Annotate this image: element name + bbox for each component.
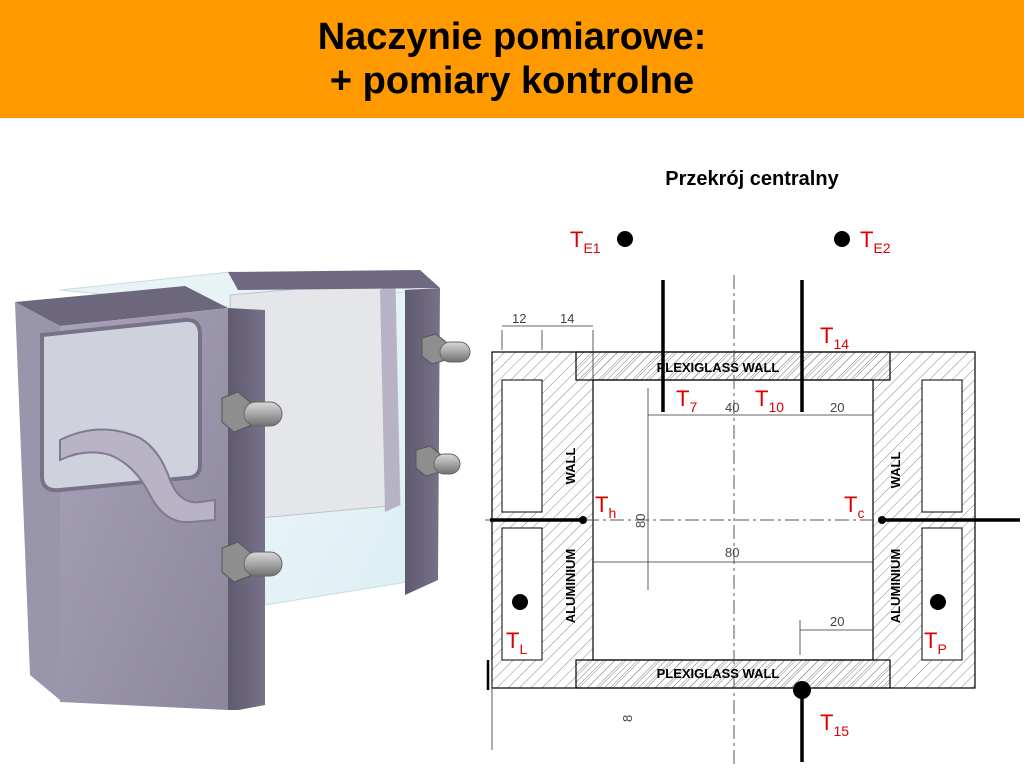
cross-section-drawing: 12 14 40 20 80 80 20 8 PLEXIGLASS WALL P… — [485, 227, 1020, 765]
right-block-front — [405, 288, 440, 595]
left-frame-side — [228, 308, 265, 710]
aluminium-left-label: ALUMINIUM — [563, 549, 578, 623]
sensor-letter-tl: T — [506, 628, 519, 653]
sensor-dot-te1 — [617, 231, 633, 247]
cross-section-diagram: Przekrój centralny — [480, 150, 1024, 768]
title-banner: Naczynie pomiarowe: + pomiary kontrolne — [0, 0, 1024, 118]
sensor-probes — [490, 280, 1020, 762]
dim-80-vertical: 80 — [633, 514, 648, 528]
diagram-title: Przekrój centralny — [665, 168, 839, 190]
sensor-label-tl: TL — [506, 628, 527, 657]
sensor-subscript-te1: E1 — [583, 240, 600, 256]
bolt-front-lower — [221, 541, 283, 583]
dim-12: 12 — [512, 311, 526, 326]
sensor-letter-t10: T — [755, 386, 768, 411]
sensor-letter-tc: T — [844, 492, 857, 517]
right-block-top — [228, 270, 440, 290]
bolt-right-upper — [421, 333, 471, 365]
wavy-baffle — [59, 428, 216, 524]
sensor-dot-tl — [512, 594, 528, 610]
sensor-letter-t14: T — [820, 323, 833, 348]
sensor-label-tc: Tc — [844, 492, 864, 521]
title-line-2: + pomiary kontrolne — [329, 60, 695, 102]
sensor-label-t15: T15 — [820, 710, 849, 739]
sensor-label-te1: TE1 — [570, 227, 601, 256]
dim-80-horizontal: 80 — [725, 545, 739, 560]
slot-left-upper — [501, 379, 543, 513]
frame-window — [40, 317, 202, 493]
plexi-wall-bottom-label: PLEXIGLASS WALL — [657, 666, 780, 681]
sensor-dot-te2 — [834, 231, 850, 247]
sensor-label-t10: T10 — [755, 386, 784, 415]
sensor-label-t7: T7 — [676, 386, 697, 415]
sensor-letter-te1: T — [570, 227, 583, 252]
sensor-dot-tp — [930, 594, 946, 610]
sensor-letter-t7: T — [676, 386, 689, 411]
dim-20-top: 20 — [830, 400, 844, 415]
sensor-dot-t15 — [793, 681, 811, 699]
sensor-subscript-t15: 15 — [833, 723, 849, 739]
dim-20-bottom: 20 — [830, 614, 844, 629]
sensor-label-tp: TP — [924, 628, 947, 657]
sensor-label-th: Th — [595, 492, 616, 521]
bolt-right-lower — [415, 445, 461, 477]
sensor-subscript-te2: E2 — [873, 240, 890, 256]
sensor-letter-tp: T — [924, 628, 937, 653]
sensor-letter-te2: T — [860, 227, 873, 252]
title-line-1: Naczynie pomiarowe: — [317, 16, 707, 58]
sensor-dot-th — [579, 516, 587, 524]
slot-left-lower — [501, 527, 543, 661]
sensor-dot-tc — [878, 516, 886, 524]
sensor-label-t14: T14 — [820, 323, 849, 352]
sensor-letter-t15: T — [820, 710, 833, 735]
sensor-subscript-tl: L — [519, 641, 527, 657]
sensor-subscript-t7: 7 — [689, 399, 697, 415]
plexi-wall-top-label: PLEXIGLASS WALL — [657, 360, 780, 375]
dim-8: 8 — [620, 715, 635, 722]
plexi-wall-top — [575, 351, 891, 381]
wall-left-label: WALL — [563, 448, 578, 485]
dim-40: 40 — [725, 400, 739, 415]
sensor-subscript-tp: P — [937, 641, 946, 657]
aluminium-right-label: ALUMINIUM — [888, 549, 903, 623]
bolt-front-upper — [221, 391, 283, 433]
sensor-label-te2: TE2 — [860, 227, 891, 256]
wall-right-label: WALL — [888, 452, 903, 489]
slot-right-lower — [921, 527, 963, 661]
sensor-subscript-t14: 14 — [833, 336, 849, 352]
vessel-3d-illustration — [15, 270, 471, 710]
back-plate-edge — [380, 280, 400, 512]
slot-right-upper — [921, 379, 963, 513]
dimension-lines — [491, 325, 873, 750]
plexi-wall-bottom — [575, 659, 891, 689]
sensor-subscript-th: h — [608, 505, 616, 521]
sensor-points — [512, 231, 946, 699]
dim-14: 14 — [560, 311, 574, 326]
sensor-subscript-tc: c — [857, 505, 864, 521]
sensor-letter-th: T — [595, 492, 608, 517]
left-frame-top — [15, 286, 228, 326]
sensor-subscript-t10: 10 — [768, 399, 784, 415]
